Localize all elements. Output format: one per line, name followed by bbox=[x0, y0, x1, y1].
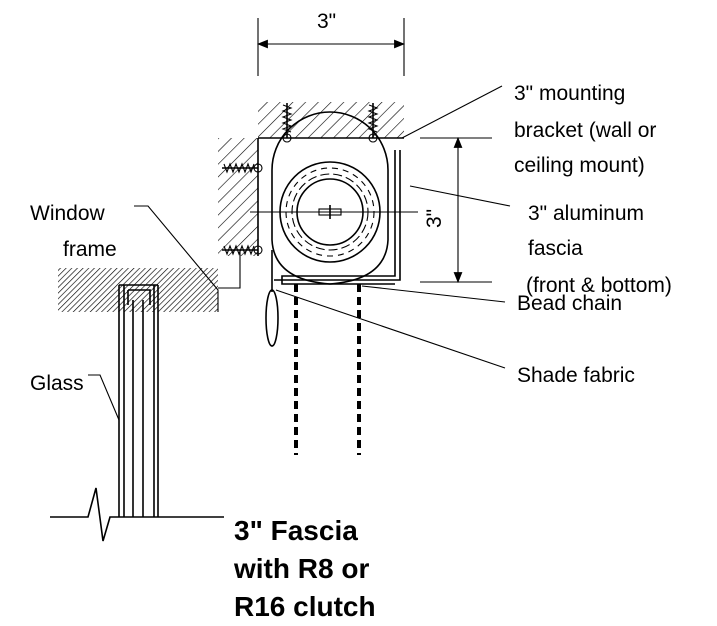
title-line-3: R16 clutch bbox=[234, 591, 376, 622]
shade-fabric-label: Shade fabric bbox=[517, 364, 635, 387]
side-dimension-label: 3" bbox=[423, 209, 446, 228]
glass-jamb bbox=[118, 284, 159, 517]
top-dimension-label: 3" bbox=[317, 10, 336, 33]
glass-leader bbox=[88, 374, 120, 421]
ceiling-hatch bbox=[258, 102, 404, 138]
top-dimension bbox=[256, 18, 406, 76]
bracket-label-3: ceiling mount) bbox=[514, 154, 645, 177]
bracket-label-2: bracket (wall or bbox=[514, 119, 656, 142]
fascia-label-3: (front & bottom) bbox=[526, 274, 672, 297]
title-line-1: 3" Fascia bbox=[234, 515, 358, 546]
shade-fabric-leader bbox=[275, 289, 506, 369]
fascia-leader bbox=[409, 185, 511, 207]
title-line-2: with R8 or bbox=[233, 553, 369, 584]
shade-weight bbox=[265, 289, 279, 347]
window-frame-leader bbox=[134, 205, 219, 312]
glass-label: Glass bbox=[30, 372, 84, 395]
bracket-label-1: 3" mounting bbox=[514, 82, 625, 105]
frame-to-bracket-leader bbox=[218, 250, 241, 289]
wall-hatch bbox=[218, 138, 258, 256]
fascia-label-1: 3" aluminum bbox=[528, 202, 644, 225]
window-frame-label-1: Window bbox=[30, 202, 106, 225]
side-dimension bbox=[420, 136, 492, 284]
mounting-bracket bbox=[257, 137, 404, 256]
bead-chain-label: Bead chain bbox=[517, 292, 622, 315]
bead-chain-leader bbox=[361, 285, 506, 303]
aluminum-fascia bbox=[274, 150, 401, 285]
window-frame-label-2: frame bbox=[63, 238, 117, 261]
fascia-label-2: fascia bbox=[528, 237, 583, 260]
sill-break-line bbox=[50, 487, 224, 542]
bracket-leader bbox=[401, 85, 503, 139]
